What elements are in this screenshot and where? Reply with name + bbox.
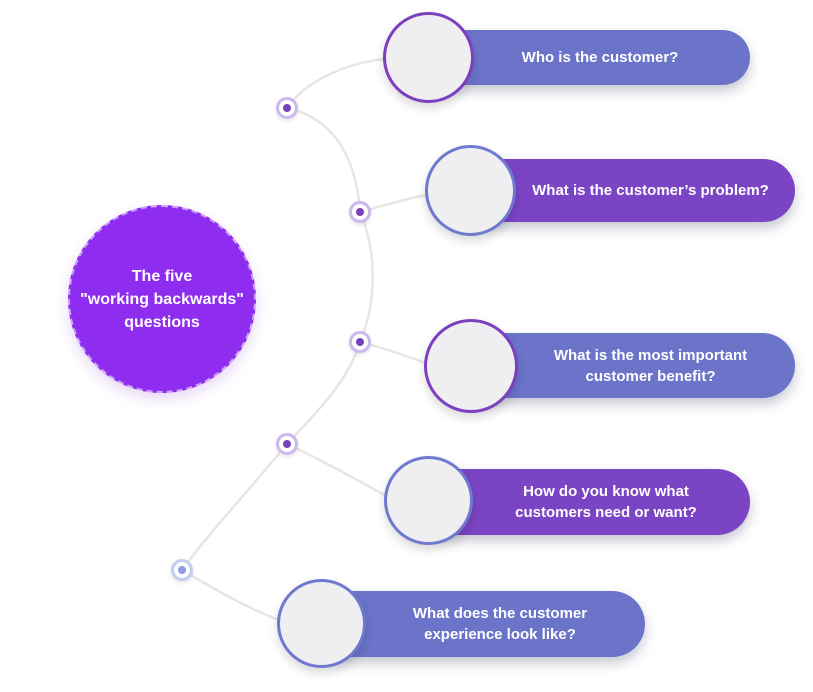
timeline-node-5 [171, 559, 193, 581]
question-circle-3 [424, 319, 518, 413]
question-pill-5: What does the customer experience look l… [313, 591, 645, 657]
question-circle-4 [384, 456, 473, 545]
timeline-node-1 [276, 97, 298, 119]
timeline-node-dot [178, 566, 186, 574]
title-line-1: The five [131, 267, 193, 285]
timeline-node-4 [276, 433, 298, 455]
question-label-1: Who is the customer? [521, 49, 679, 66]
question-label-2: What is the customer’s problem? [532, 182, 769, 199]
question-circle-1 [383, 12, 474, 103]
question-pill-2: What is the customer’s problem? [462, 159, 795, 222]
question-pill-1: Who is the customer? [420, 30, 750, 85]
question-label-5: What does the customer experience look l… [412, 605, 588, 643]
timeline-node-dot [283, 440, 291, 448]
title-line-3: questions [124, 313, 200, 331]
timeline-node-dot [356, 338, 364, 346]
timeline-node-dot [283, 104, 291, 112]
timeline-node-dot [356, 208, 364, 216]
question-label-4: How do you know what customers need or w… [515, 483, 697, 521]
question-circle-2 [425, 145, 516, 236]
title-circle: The five "working backwards" questions [68, 205, 256, 393]
question-circle-5 [277, 579, 366, 668]
timeline-node-3 [349, 331, 371, 353]
question-pill-4: How do you know what customers need or w… [420, 469, 750, 535]
title-line-2: "working backwards" [80, 290, 244, 308]
timeline-node-2 [349, 201, 371, 223]
question-label-3: What is the most important customer bene… [553, 346, 748, 385]
